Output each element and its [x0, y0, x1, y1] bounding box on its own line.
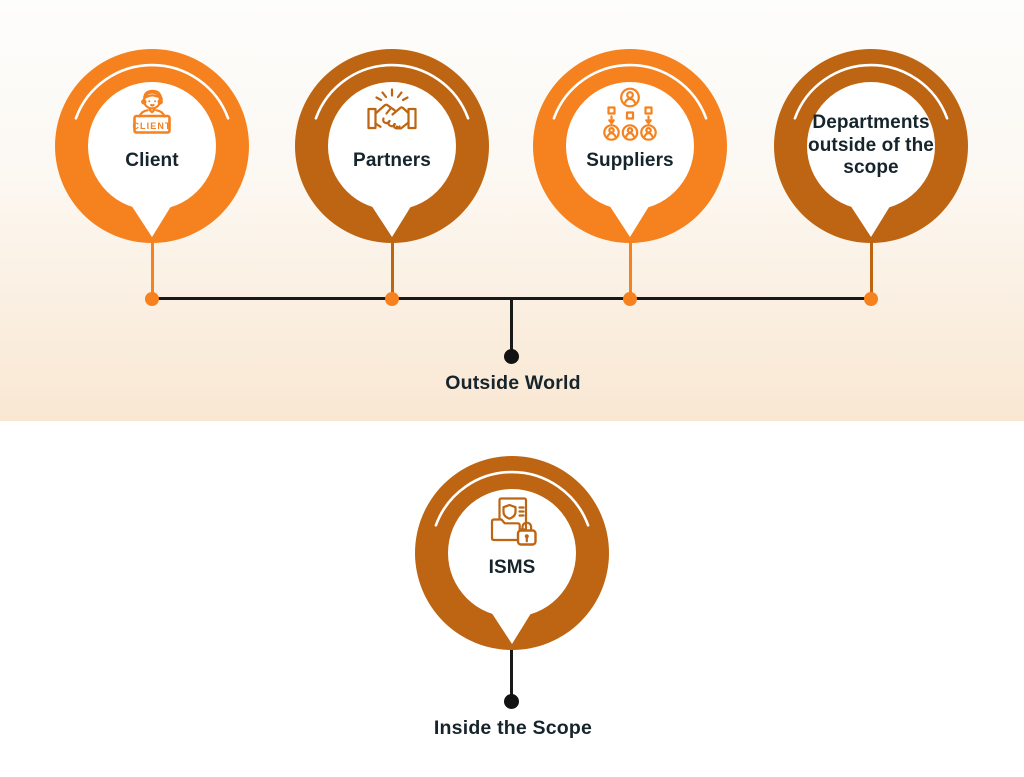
- node-partners: Partners: [292, 46, 492, 246]
- connector-dot-client: [145, 291, 159, 306]
- node-label: Client: [125, 150, 179, 171]
- node-isms: ISMS: [412, 453, 612, 653]
- outside-world-label: Outside World: [445, 372, 581, 394]
- client-badge-text: CLIENT: [132, 121, 171, 131]
- node-departments-outside-scope: Departments outside of the scope: [771, 46, 971, 246]
- speech-bubble-shape: [774, 49, 968, 243]
- connector-stub-suppliers: [628, 234, 632, 300]
- connector-dot-suppliers: [623, 291, 637, 306]
- handshake-icon: [364, 87, 420, 143]
- outside-world-terminal-dot: [504, 349, 519, 364]
- client-icon: CLIENT: [124, 87, 180, 143]
- inside-the-scope-label: Inside the Scope: [433, 717, 593, 739]
- connector-dot-departments: [864, 291, 878, 306]
- speech-bubble-shape: [533, 49, 727, 243]
- node-label: Suppliers: [586, 150, 674, 171]
- connector-stub-departments: [869, 234, 873, 300]
- inside-scope-terminal-dot: [504, 694, 519, 709]
- inside-scope-drop-line: [510, 641, 513, 701]
- suppliers-hierarchy-icon: [602, 87, 658, 143]
- outside-world-bus-line: [152, 297, 871, 300]
- speech-bubble-shape: [55, 49, 249, 243]
- connector-dot-partners: [385, 291, 399, 306]
- outside-world-drop-line: [510, 299, 513, 353]
- node-label: Partners: [353, 150, 431, 171]
- node-label: Departments outside of the scope: [808, 111, 934, 179]
- node-client: CLIENT Client: [52, 46, 252, 246]
- node-suppliers: Suppliers: [530, 46, 730, 246]
- isms-secure-folder-icon: [484, 494, 540, 550]
- speech-bubble-shape: [415, 456, 609, 650]
- connector-stub-client: [150, 234, 154, 300]
- node-label: ISMS: [488, 557, 536, 578]
- speech-bubble-shape: [295, 49, 489, 243]
- connector-stub-partners: [390, 234, 394, 300]
